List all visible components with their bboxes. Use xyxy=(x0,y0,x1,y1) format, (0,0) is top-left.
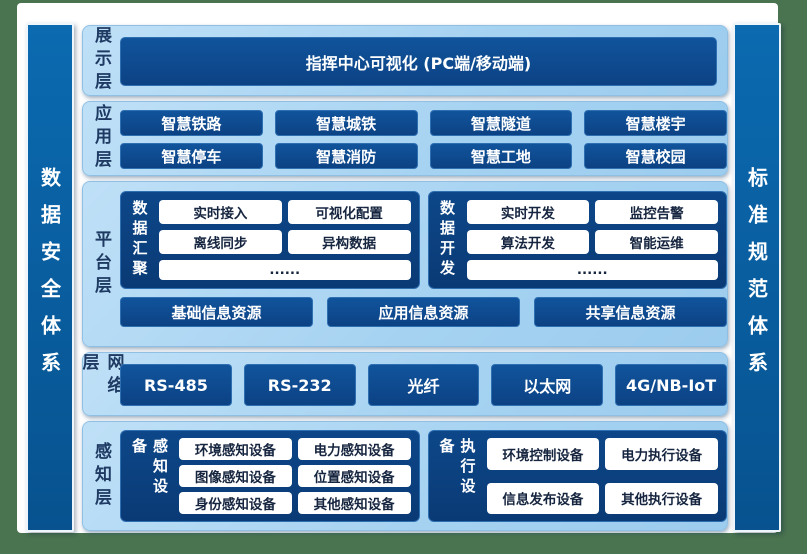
app-block: 智慧铁路 xyxy=(120,110,263,136)
execution-devices-label: 执行设备 xyxy=(437,438,477,498)
chip: 可视化配置 xyxy=(287,200,411,224)
network-block: 以太网 xyxy=(491,364,604,406)
resource-block: 基础信息资源 xyxy=(120,297,313,327)
perception-layer-content: 感知设备 环境感知设备 电力感知设备 图像感知设备 位置感知设备 身份感知设备 … xyxy=(120,422,727,530)
chip: 环境感知设备 xyxy=(179,438,292,460)
execution-devices-chips: 环境控制设备 电力执行设备 信息发布设备 其他执行设备 xyxy=(486,438,718,514)
chip: 其他执行设备 xyxy=(605,482,718,514)
chip: 实时开发 xyxy=(466,200,590,224)
resource-row: 基础信息资源 应用信息资源 共享信息资源 xyxy=(120,297,727,327)
app-block: 智慧隧道 xyxy=(429,110,573,136)
standards-pillar-label: 标准规范体系 xyxy=(744,166,769,389)
chip-ellipsis: ...... xyxy=(466,260,718,280)
layer-label-application: 应用层 xyxy=(83,102,120,175)
data-development-group: 数据开发 实时开发 监控告警 算法开发 智能运维 ...... xyxy=(427,191,727,289)
layer-label-text: 感知层 xyxy=(91,441,111,511)
layer-label-text: 应用层 xyxy=(91,104,111,173)
sensing-devices-label: 感知设备 xyxy=(130,438,169,498)
app-block: 智慧停车 xyxy=(120,143,263,169)
chip: 电力感知设备 xyxy=(297,438,411,460)
app-block: 智慧城铁 xyxy=(274,110,418,136)
platform-layer-content: 数据汇聚 实时接入 可视化配置 离线同步 异构数据 ...... 数据开发 xyxy=(120,182,727,346)
data-development-label: 数据开发 xyxy=(438,200,456,280)
network-block: RS-485 xyxy=(120,364,232,406)
chip: 环境控制设备 xyxy=(486,438,600,470)
layer-label-text: 展示层 xyxy=(91,26,111,95)
layer-panel-application: 应用层 智慧铁路 智慧城铁 智慧隧道 智慧楼宇 智慧停车 智慧消防 智慧工地 智… xyxy=(82,101,728,176)
layer-label-network: 网络层 xyxy=(79,353,124,415)
chip: 异构数据 xyxy=(287,230,411,254)
command-center-banner: 指挥中心可视化 (PC端/移动端) xyxy=(120,37,717,86)
app-block: 智慧楼宇 xyxy=(584,110,727,136)
network-block: 4G/NB-IoT xyxy=(615,364,727,406)
sensing-devices-group: 感知设备 环境感知设备 电力感知设备 图像感知设备 位置感知设备 身份感知设备 … xyxy=(120,430,420,522)
application-layer-content: 智慧铁路 智慧城铁 智慧隧道 智慧楼宇 智慧停车 智慧消防 智慧工地 智慧校园 xyxy=(120,102,727,175)
network-block: RS-232 xyxy=(243,364,356,406)
chip: 电力执行设备 xyxy=(605,438,718,470)
chip: 位置感知设备 xyxy=(297,465,411,487)
data-development-chips: 实时开发 监控告警 算法开发 智能运维 ...... xyxy=(466,200,718,280)
network-layer-content: RS-485 RS-232 光纤 以太网 4G/NB-IoT xyxy=(120,353,727,415)
app-block: 智慧校园 xyxy=(584,143,727,169)
chip: 算法开发 xyxy=(466,230,590,254)
chip: 离线同步 xyxy=(159,230,282,254)
execution-devices-group: 执行设备 环境控制设备 电力执行设备 信息发布设备 其他执行设备 xyxy=(427,430,727,522)
network-block: 光纤 xyxy=(367,364,480,406)
layer-label-text: 网络层 xyxy=(78,353,124,399)
chip: 智能运维 xyxy=(595,230,718,254)
resource-block: 应用信息资源 xyxy=(327,297,520,327)
chip: 监控告警 xyxy=(595,200,718,224)
layer-label-display: 展示层 xyxy=(83,26,120,95)
app-block: 智慧消防 xyxy=(274,143,418,169)
platform-groups: 数据汇聚 实时接入 可视化配置 离线同步 异构数据 ...... 数据开发 xyxy=(120,191,727,289)
data-aggregation-group: 数据汇聚 实时接入 可视化配置 离线同步 异构数据 ...... xyxy=(120,191,420,289)
chip: 实时接入 xyxy=(159,200,282,224)
layer-panel-network: 网络层 RS-485 RS-232 光纤 以太网 4G/NB-IoT xyxy=(79,352,728,416)
standards-pillar: 标准规范体系 xyxy=(733,23,781,532)
chip: 信息发布设备 xyxy=(486,482,600,514)
resource-block: 共享信息资源 xyxy=(534,297,727,327)
app-block: 智慧工地 xyxy=(429,143,573,169)
layer-label-platform: 平台层 xyxy=(83,182,120,346)
data-security-pillar: 数据安全体系 xyxy=(26,23,74,532)
layer-panel-platform: 平台层 数据汇聚 实时接入 可视化配置 离线同步 异构数据 ...... xyxy=(82,181,728,347)
data-aggregation-chips: 实时接入 可视化配置 离线同步 异构数据 ...... xyxy=(159,200,411,280)
layer-panel-perception: 感知层 感知设备 环境感知设备 电力感知设备 图像感知设备 位置感知设备 身份感… xyxy=(82,421,728,531)
layer-label-text: 平台层 xyxy=(91,229,111,299)
data-aggregation-label: 数据汇聚 xyxy=(130,200,149,280)
layer-label-perception: 感知层 xyxy=(83,422,120,530)
chip: 身份感知设备 xyxy=(179,492,292,514)
chip-ellipsis: ...... xyxy=(159,260,411,280)
sensing-devices-chips: 环境感知设备 电力感知设备 图像感知设备 位置感知设备 身份感知设备 其他感知设… xyxy=(179,438,411,514)
chip: 图像感知设备 xyxy=(179,465,292,487)
data-security-pillar-label: 数据安全体系 xyxy=(37,166,62,389)
layer-panel-display: 展示层 指挥中心可视化 (PC端/移动端) xyxy=(82,25,728,96)
display-layer-content: 指挥中心可视化 (PC端/移动端) xyxy=(120,26,727,95)
chip: 其他感知设备 xyxy=(297,492,411,514)
